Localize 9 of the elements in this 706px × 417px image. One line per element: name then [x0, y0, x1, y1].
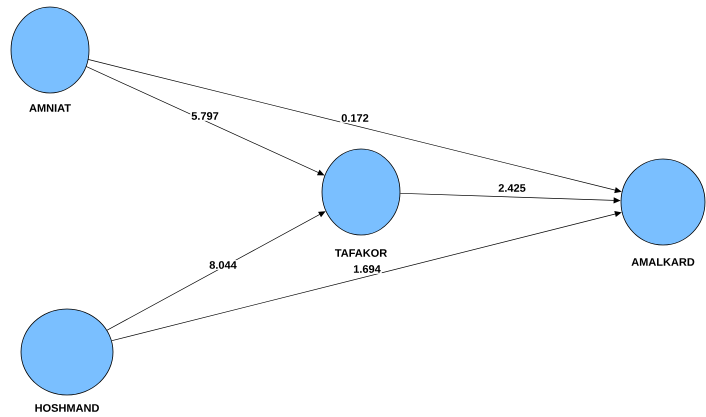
node-label: AMALKARD — [631, 258, 694, 266]
edge-label: 0.172 — [340, 113, 370, 123]
edge-label: 5.797 — [190, 111, 220, 121]
node-label: HOSHMAND — [35, 404, 99, 412]
edge-label: 2.425 — [497, 183, 527, 193]
edge-label: 1.694 — [352, 264, 382, 274]
node-label: AMNIAT — [29, 104, 71, 112]
node-label: TAFAKOR — [334, 249, 387, 257]
edge-label: 8.044 — [208, 260, 238, 270]
